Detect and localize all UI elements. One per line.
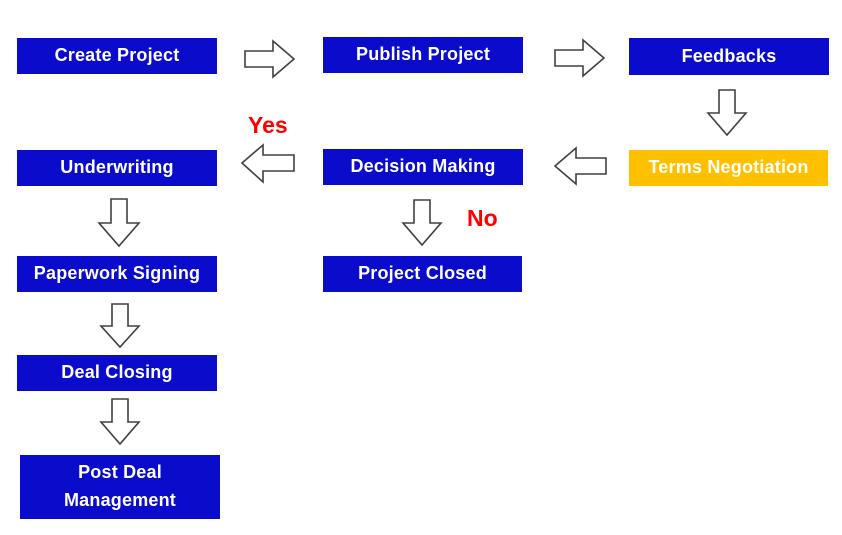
node-publish-project: Publish Project [323, 37, 523, 73]
down-arrow-icon [706, 89, 748, 137]
node-underwriting: Underwriting [17, 150, 217, 186]
node-terms-negotiation: Terms Negotiation [629, 150, 828, 186]
edge-label-yes: Yes [248, 112, 288, 138]
node-paperwork-signing: Paperwork Signing [17, 256, 217, 292]
node-create-project: Create Project [17, 38, 217, 74]
down-arrow-icon [97, 198, 141, 248]
node-deal-closing: Deal Closing [17, 355, 217, 391]
left-arrow-icon [240, 143, 295, 184]
down-arrow-icon [99, 398, 141, 446]
node-post-deal-management: Post Deal Management [20, 455, 220, 519]
node-feedbacks: Feedbacks [629, 38, 829, 75]
edge-label-no: No [467, 205, 498, 231]
left-arrow-icon [553, 146, 607, 186]
down-arrow-icon [99, 303, 141, 349]
node-project-closed: Project Closed [323, 256, 522, 292]
right-arrow-icon [244, 39, 296, 79]
node-decision-making: Decision Making [323, 149, 523, 185]
down-arrow-icon [401, 199, 443, 247]
right-arrow-icon [554, 38, 606, 78]
